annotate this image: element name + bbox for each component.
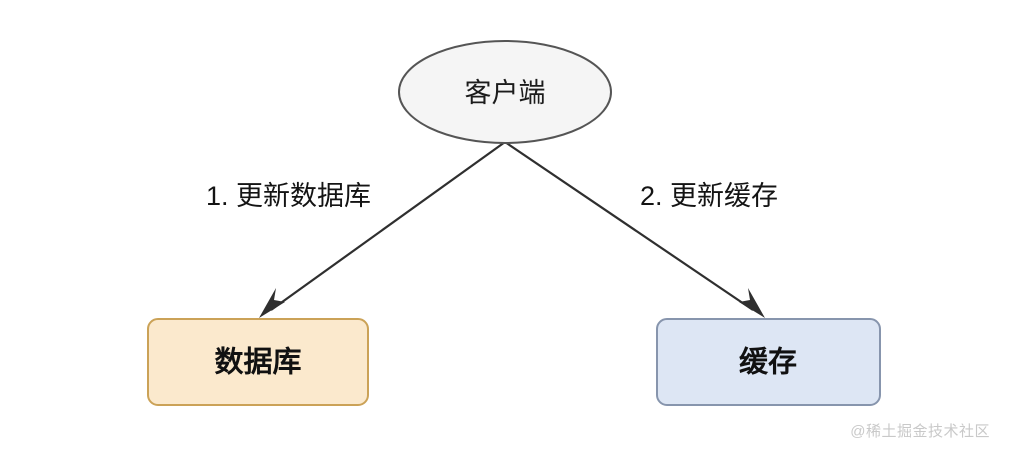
cache-box-shape — [656, 318, 881, 406]
edge-update-cache: 2. 更新缓存 — [504, 141, 778, 318]
client-ellipse-shape — [398, 40, 612, 144]
edge-line-update-database — [270, 141, 506, 311]
node-client[interactable]: 客户端 — [398, 40, 612, 144]
edge-label-update-database: 1. 更新数据库 — [206, 181, 371, 211]
edge-line-update-cache — [504, 141, 754, 311]
arrow-head-database — [259, 288, 285, 318]
watermark: @稀土掘金技术社区 — [850, 423, 990, 440]
arrow-head-cache — [739, 288, 765, 318]
node-label-cache: 缓存 — [739, 346, 797, 379]
node-label-database: 数据库 — [214, 346, 301, 379]
database-box-shape — [147, 318, 369, 406]
node-cache[interactable]: 缓存 — [656, 318, 881, 406]
node-database[interactable]: 数据库 — [147, 318, 369, 406]
node-label-client: 客户端 — [465, 78, 546, 108]
edge-update-database: 1. 更新数据库 — [206, 141, 506, 318]
edge-label-update-cache: 2. 更新缓存 — [640, 181, 778, 211]
